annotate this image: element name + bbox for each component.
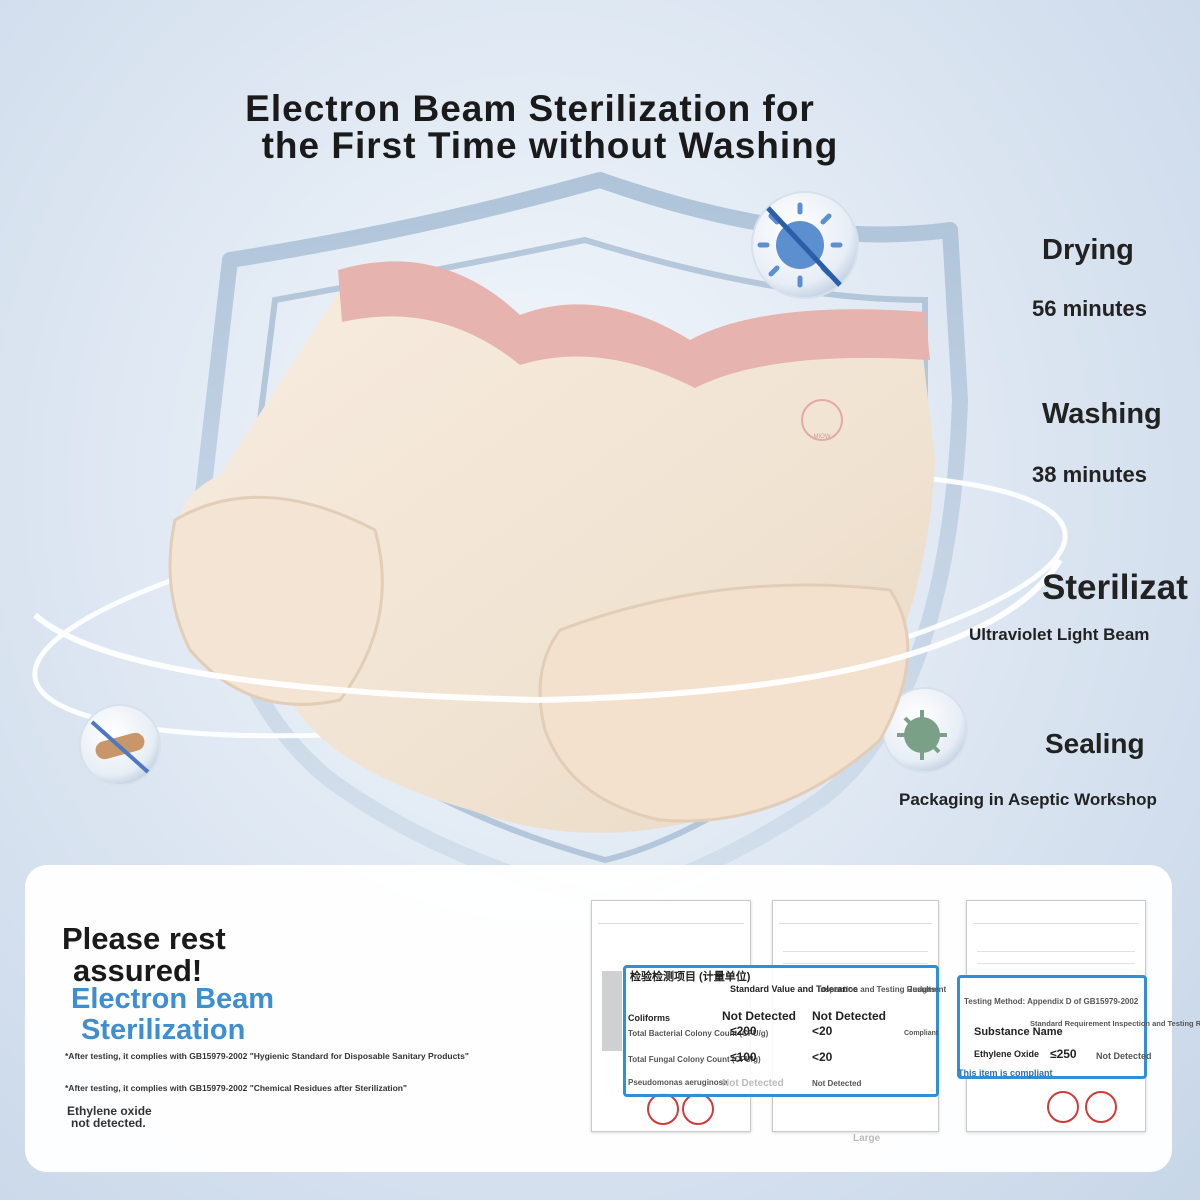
cell-standard: ≤200 <box>730 1024 757 1038</box>
ethylene-limit: ≤250 <box>1050 1047 1077 1061</box>
ethylene-result: Not Detected <box>1096 1051 1152 1061</box>
ethylene-note-line1: Ethylene oxide <box>67 1104 152 1118</box>
step-sterilization-label: Sterilizat <box>1042 568 1188 607</box>
bandage-bubble-icon <box>79 704 161 786</box>
seal-stamp-icon <box>1047 1091 1079 1123</box>
compliance-label: This item is compliant <box>958 1068 1053 1078</box>
row-coliforms: Coliforms <box>628 1013 671 1023</box>
col-standard-header: Standard Value and Tolerance <box>730 984 858 994</box>
panel-blue-line1: Electron Beam <box>71 983 275 1015</box>
step-sealing-label: Sealing <box>1045 728 1145 759</box>
compliance-note-2: *After testing, it complies with GB15979… <box>65 1083 408 1093</box>
substance-name: Substance Name <box>974 1026 1063 1038</box>
cell-standard: Not Detected <box>722 1078 784 1089</box>
row-bacterial: Total Bacterial Colony Count (CFU/g) <box>628 1029 769 1038</box>
step-sealing-detail: Packaging in Aseptic Workshop <box>899 790 1157 809</box>
microbial-test-table: 检验检测项目 (计量单位) Standard Value and Toleran… <box>623 965 946 1097</box>
page-title-line1: Electron Beam Sterilization for <box>245 88 815 129</box>
ethylene-note-line2: not detected. <box>71 1116 146 1130</box>
cell-result: <20 <box>812 1050 833 1064</box>
step-sterilization-detail: Ultraviolet Light Beam <box>969 625 1150 644</box>
cell-result: Not Detected <box>812 1009 887 1023</box>
underwear-image: MIOW <box>168 261 936 833</box>
seal-stamp-icon <box>682 1093 714 1125</box>
col-judgment-header: Judgment <box>908 985 947 994</box>
panel-heading-line2: assured! <box>73 953 203 988</box>
step-washing-label: Washing <box>1042 398 1162 430</box>
cell-result: <20 <box>812 1024 833 1038</box>
shield-icon <box>192 172 968 908</box>
row-fungal: Total Fungal Colony Count (CFU/g) <box>628 1055 761 1064</box>
cell-standard: Not Detected <box>722 1009 797 1023</box>
brand-logo: MIOW <box>814 434 831 440</box>
seal-stamp-icon <box>647 1093 679 1125</box>
seal-stamp-icon <box>1085 1091 1117 1123</box>
col-item-header: 检验检测项目 (计量单位) <box>630 971 751 983</box>
testing-method: Testing Method: Appendix D of GB15979-20… <box>964 997 1139 1006</box>
row-pseudomonas: Pseudomonas aeruginosa <box>628 1078 728 1087</box>
germ-bubble-icon <box>882 687 968 773</box>
page-title-line2: the First Time without Washing <box>261 125 839 166</box>
cell-standard: ≤100 <box>730 1050 757 1064</box>
virus-bubble-icon <box>751 191 859 299</box>
col-results-header: Inspection and Testing Results <box>818 985 936 994</box>
standard-requirement: Standard Requirement Inspection and Test… <box>1030 1019 1200 1028</box>
panel-blue-line2: Sterilization <box>81 1014 246 1046</box>
cell-compliant: Compliant <box>904 1030 939 1037</box>
cell-result: Not Detected <box>812 1079 862 1088</box>
watermark-large: Large <box>853 1133 881 1144</box>
panel-heading-line1: Please rest <box>62 921 226 956</box>
step-washing-detail: 38 minutes <box>1032 462 1147 487</box>
ethylene-oxide: Ethylene Oxide <box>974 1049 1040 1059</box>
step-drying-label: Drying <box>1042 234 1134 266</box>
chemical-test-table: Testing Method: Appendix D of GB15979-20… <box>957 975 1200 1079</box>
step-drying-detail: 56 minutes <box>1032 296 1147 321</box>
assurance-panel: Please rest assured! Electron Beam Steri… <box>25 865 1200 1172</box>
compliance-note-1: *After testing, it complies with GB15979… <box>65 1051 469 1061</box>
